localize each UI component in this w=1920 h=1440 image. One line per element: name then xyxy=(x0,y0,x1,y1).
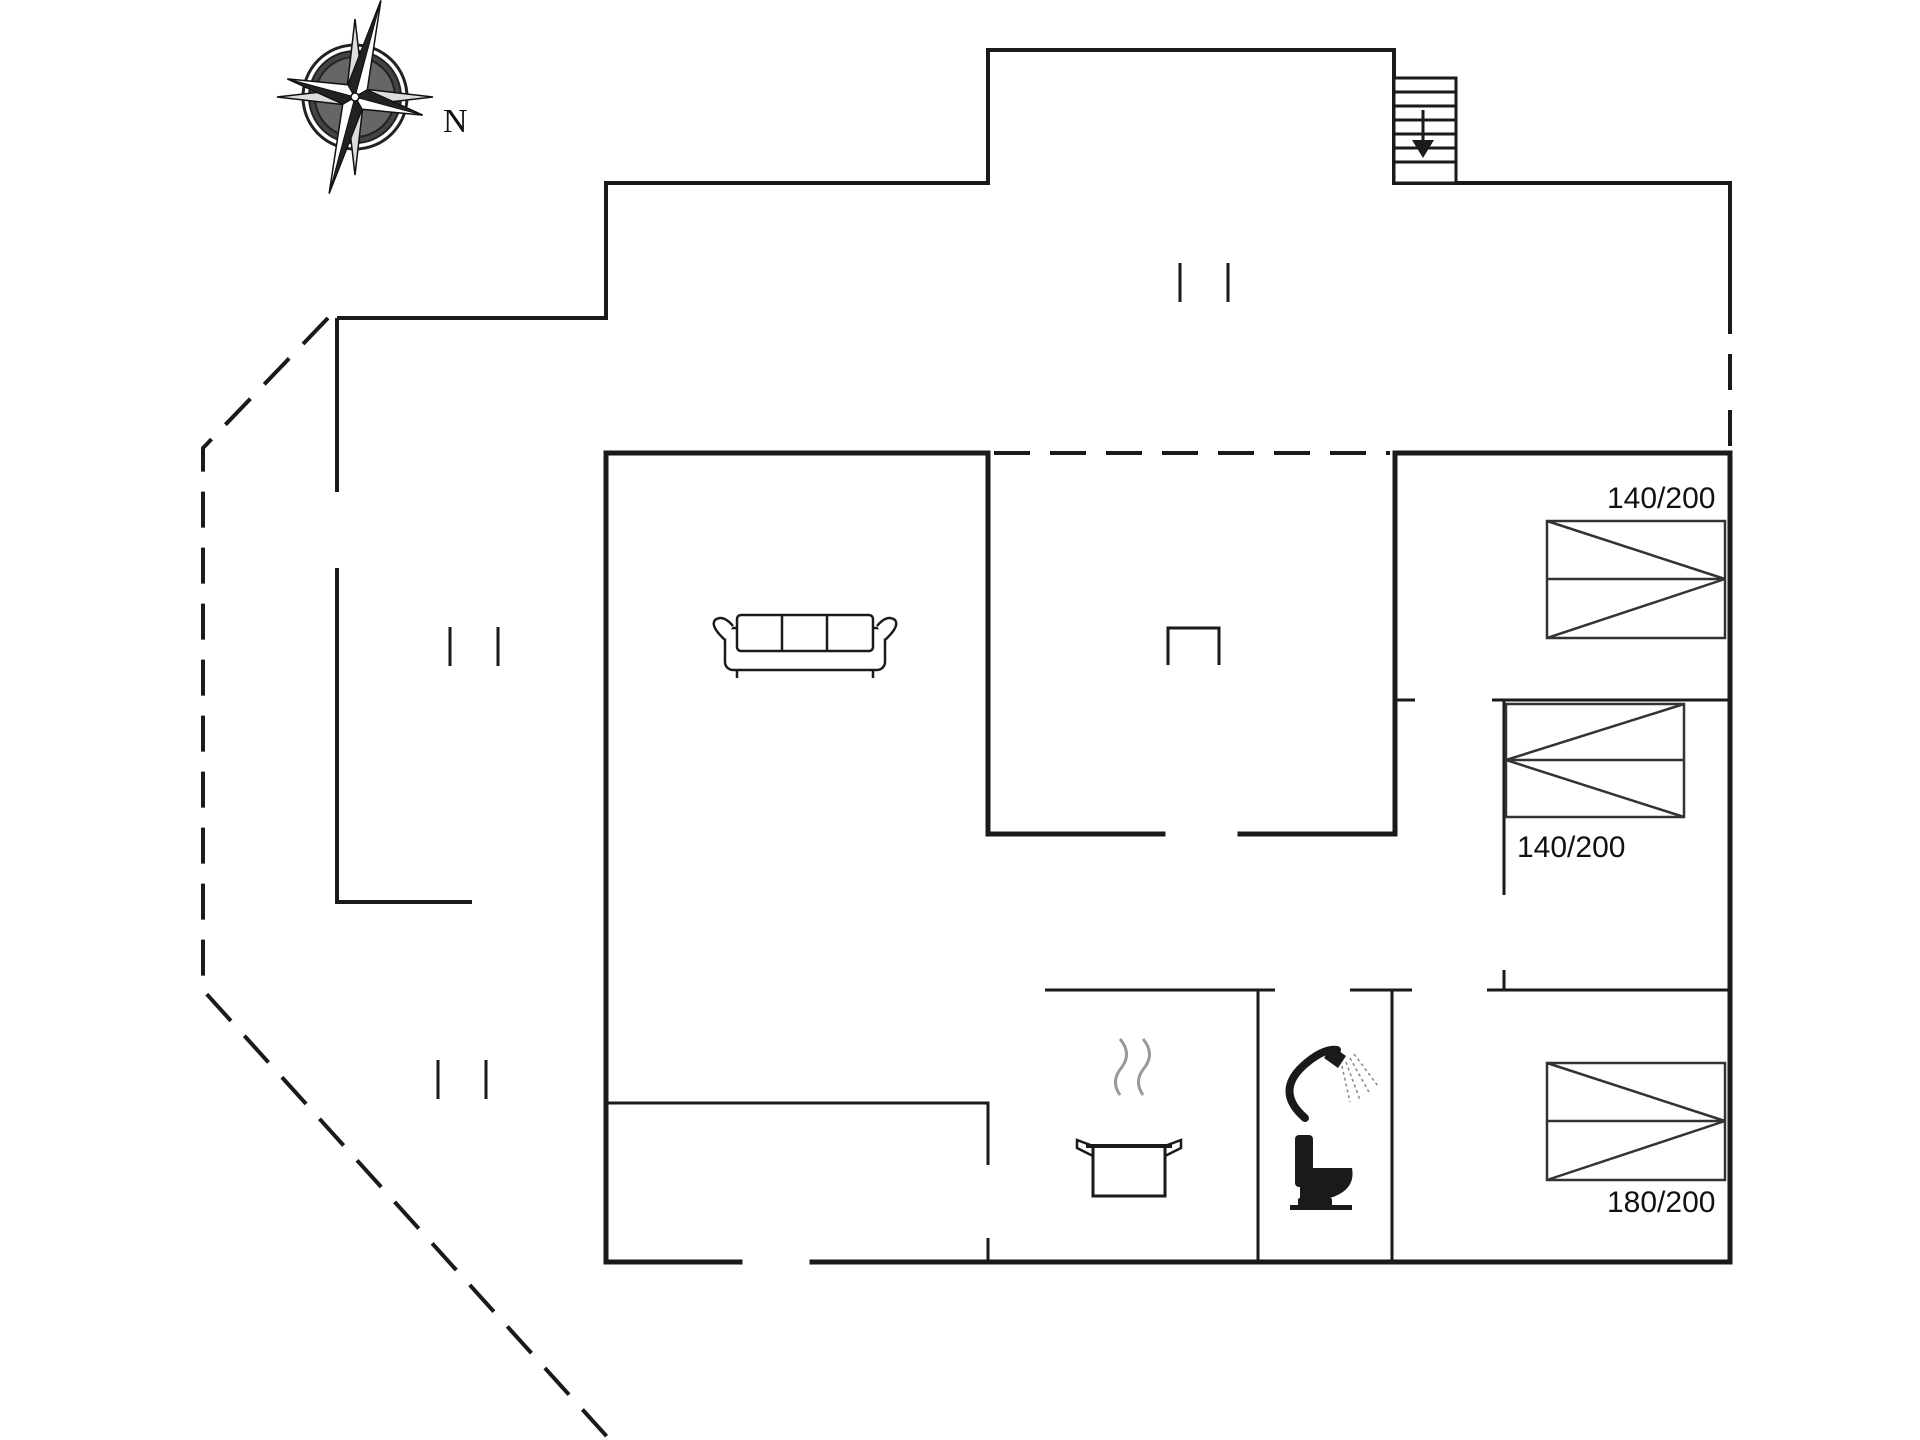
wall-markers xyxy=(436,263,1230,1099)
north-label: N xyxy=(443,103,468,140)
terrace-left-wall-lower xyxy=(335,568,472,904)
table-icon xyxy=(1166,626,1221,665)
cooking-pot-icon xyxy=(1075,1038,1183,1198)
compass-rose-icon xyxy=(276,0,434,194)
toilet-icon xyxy=(1290,1135,1353,1210)
bed-1-size-label: 140/200 xyxy=(1607,482,1715,515)
bed-1 xyxy=(1545,519,1727,640)
shower-icon xyxy=(1285,1045,1379,1122)
bed-2-size-label: 140/200 xyxy=(1517,831,1625,864)
terrace-boundary-dashed xyxy=(201,316,612,1440)
interior-walls xyxy=(606,450,1730,1262)
house-exterior-walls xyxy=(603,450,1733,1265)
terrace-outline xyxy=(337,48,1732,320)
bed-3-size-label: 180/200 xyxy=(1607,1186,1715,1219)
sofa-icon xyxy=(712,613,898,678)
bed-2 xyxy=(1504,702,1686,819)
bed-3 xyxy=(1545,1061,1727,1182)
stairs-down-icon xyxy=(1392,76,1458,185)
